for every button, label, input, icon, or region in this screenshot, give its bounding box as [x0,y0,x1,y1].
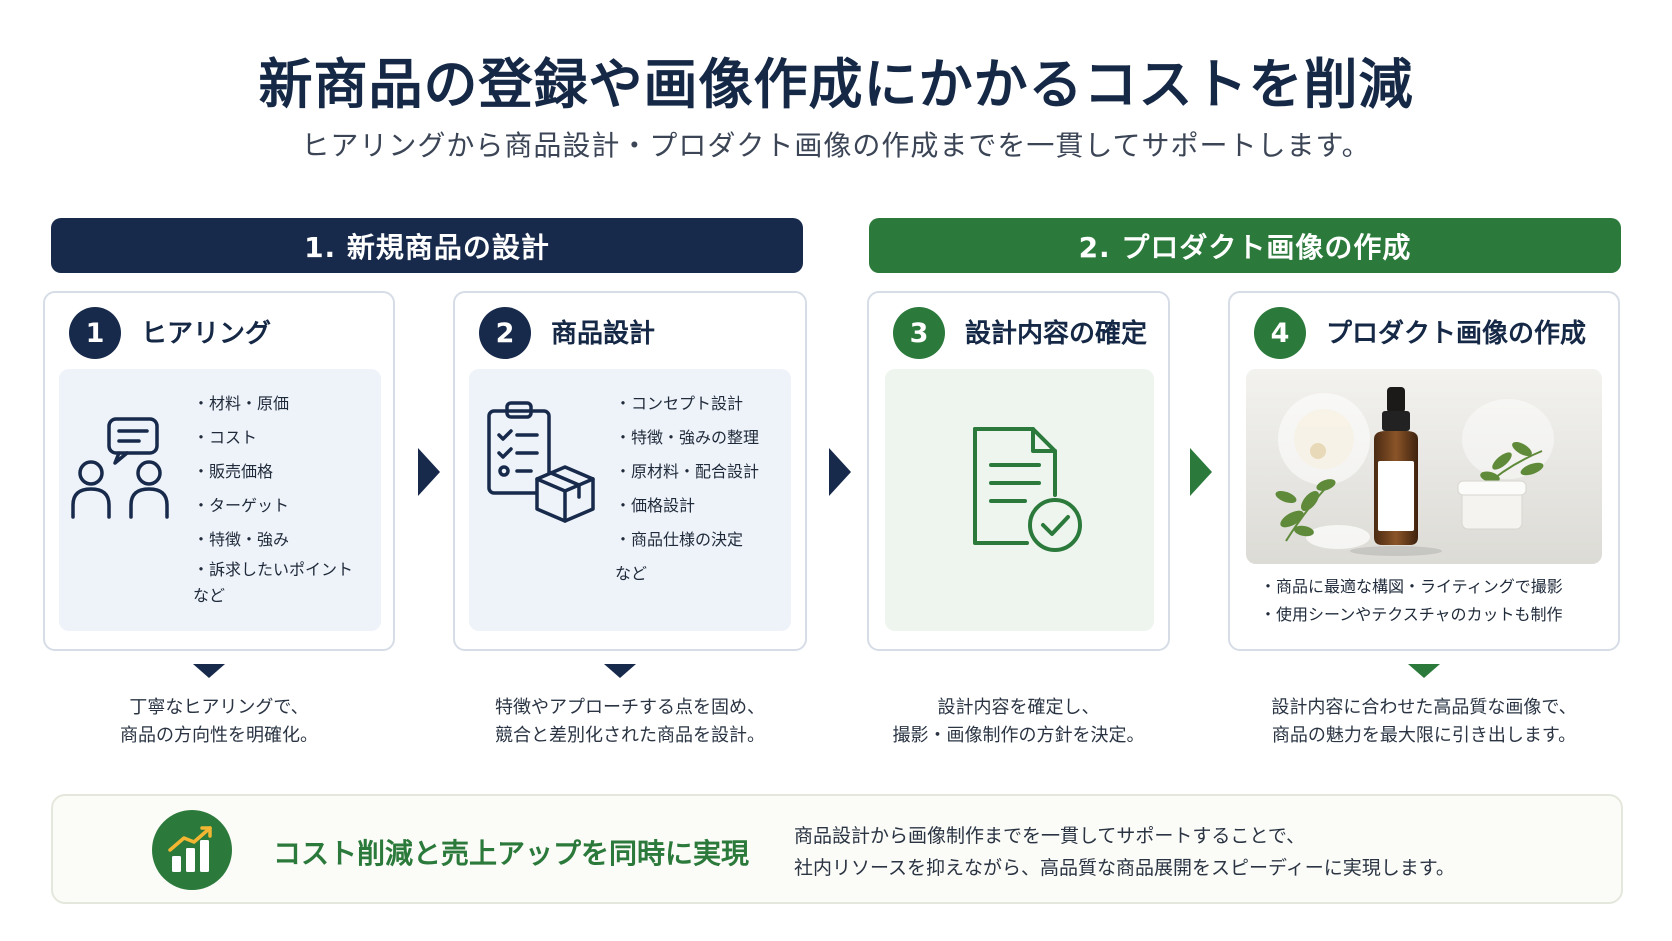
step-number-badge: 2 [479,307,531,359]
clipboard-box-icon [487,401,595,523]
bullet-item: ・商品仕様の決定 [615,530,744,549]
phase-banner-design: 1. 新規商品の設計 [51,218,803,273]
step-title: プロダクト画像の作成 [1326,319,1587,349]
summary-line: 社内リソースを抑えながら、高品質な商品展開をスピーディーに実現します。 [794,857,1455,879]
step-number-badge: 4 [1254,307,1306,359]
step-number-badge: 3 [893,307,945,359]
step-description: 設計内容を確定し、 撮影・画像制作の方針を決定。 [867,694,1170,750]
step-panel [885,369,1154,631]
step-panel: ・コンセプト設計 ・特徴・強みの整理 ・原材料・配合設計 ・価格設計 ・商品仕様… [469,369,791,631]
bullet-item: ・材料・原価 [193,394,290,413]
description-line: 商品の魅力を最大限に引き出します。 [1271,725,1577,746]
flow-arrow-down [604,664,636,678]
bullet-item: ・商品に最適な構図・ライティングで撮影 [1260,577,1563,596]
step-description: 設計内容に合わせた高品質な画像で、 商品の魅力を最大限に引き出します。 [1228,694,1620,750]
step-title: 商品設計 [551,319,656,349]
step-card-hearing: 1 ヒアリング ・材料・原価 ・コスト ・販売価格 ・ターゲット ・特徴・強み … [43,291,395,651]
bullet-item: ・コンセプト設計 [615,394,744,413]
flow-arrow-right [418,448,440,496]
bullet-etc: など [615,564,648,583]
step-description: 特徴やアプローチする点を固め、 競合と差別化された商品を設計。 [453,694,807,750]
flow-arrow-right [829,448,851,496]
people-chat-icon [71,417,169,519]
flow-arrow-down [193,664,225,678]
bullet-item: ・使用シーンやテクスチャのカットも制作 [1260,605,1563,624]
product-photo [1246,369,1602,564]
step-card-design-confirm: 3 設計内容の確定 [867,291,1170,651]
page-title: 新商品の登録や画像作成にかかるコストを削減 [258,53,1414,116]
page-subtitle: ヒアリングから商品設計・プロダクト画像の作成までを一貫してサポートします。 [301,129,1371,162]
product-photo-illustration [1246,369,1602,564]
step-title: 設計内容の確定 [965,319,1148,349]
bullet-item: ・訴求したいポイント [193,560,354,579]
growth-chart-icon [152,810,232,890]
flow-arrow-right [1190,448,1212,496]
description-line: 商品の方向性を明確化。 [120,725,318,746]
description-line: 競合と差別化された商品を設計。 [495,725,765,746]
step-card-product-design: 2 商品設計 ・コンセプト設計 ・特徴・強みの整理 ・原材料・配合設計 ・価格設… [453,291,807,651]
bullet-etc: など [193,586,226,605]
description-line: 撮影・画像制作の方針を決定。 [892,725,1145,746]
description-line: 特徴やアプローチする点を固め、 [495,697,765,718]
phase-banner-photo: 2. プロダクト画像の作成 [869,218,1621,273]
step-panel: ・材料・原価 ・コスト ・販売価格 ・ターゲット ・特徴・強み ・訴求したいポイ… [59,369,381,631]
step-bullet-list: ・商品に最適な構図・ライティングで撮影 ・使用シーンやテクスチャのカットも制作 [1260,573,1563,629]
step-card-product-photo: 4 プロダクト画像の作成 [1228,291,1620,651]
description-line: 丁寧なヒアリングで、 [129,697,309,718]
bullet-item: ・コスト [193,428,258,447]
step-description: 丁寧なヒアリングで、 商品の方向性を明確化。 [43,694,395,750]
summary-text: 商品設計から画像制作までを一貫してサポートすることで、 社内リソースを抑えながら… [794,820,1455,884]
summary-headline: コスト削減と売上アップを同時に実現 [273,837,750,870]
summary-banner: コスト削減と売上アップを同時に実現 商品設計から画像制作までを一貫してサポートす… [51,794,1623,904]
summary-line: 商品設計から画像制作までを一貫してサポートすることで、 [794,825,1306,847]
bullet-item: ・販売価格 [193,462,274,481]
flow-arrow-down [1408,664,1440,678]
bullet-item: ・特徴・強みの整理 [615,428,760,447]
step-bullet-list: ・材料・原価 ・コスト ・販売価格 ・ターゲット ・特徴・強み ・訴求したいポイ… [193,387,353,609]
bullet-item: ・価格設計 [615,496,696,515]
bullet-item: ・ターゲット [193,496,290,515]
document-check-icon [973,427,1082,552]
step-bullet-list: ・コンセプト設計 ・特徴・強みの整理 ・原材料・配合設計 ・価格設計 ・商品仕様… [615,387,759,591]
bullet-item: ・特徴・強み [193,530,290,549]
bullet-item: ・原材料・配合設計 [615,462,760,481]
description-line: 設計内容に合わせた高品質な画像で、 [1271,697,1577,718]
step-number-badge: 1 [69,307,121,359]
step-title: ヒアリング [141,319,272,349]
description-line: 設計内容を確定し、 [937,697,1100,718]
